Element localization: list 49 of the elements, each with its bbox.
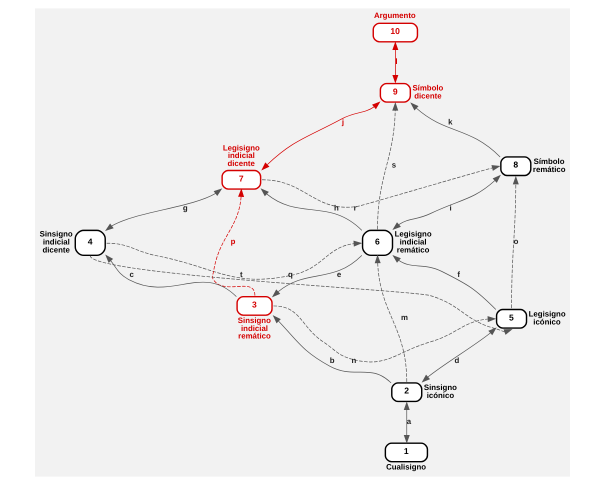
arrow	[104, 254, 236, 298]
edge-label: o	[513, 236, 518, 246]
arrow	[421, 327, 496, 383]
node-label: Legisigno icónico	[528, 309, 566, 326]
arrow	[272, 306, 496, 362]
edge-label: a	[406, 416, 411, 426]
arrow	[376, 102, 398, 230]
arrow	[392, 174, 500, 230]
edge-label: h	[334, 204, 338, 213]
edge-label: i	[449, 204, 452, 213]
arrow	[106, 240, 362, 280]
edge-label: g	[182, 204, 188, 213]
arrow	[410, 102, 500, 158]
arrow	[212, 188, 255, 296]
node-label: Legisigno indicial remático	[394, 230, 432, 254]
edge-label: m	[400, 313, 408, 322]
node-label: Argumento	[373, 11, 416, 20]
node-label: Sinsigno indicial remático	[237, 316, 270, 341]
node-label: Símbolo dicente	[412, 84, 443, 100]
node-label: Cualisigno	[386, 462, 426, 472]
node-label: Símbolo remático	[532, 156, 566, 174]
arrow	[272, 315, 391, 384]
edge-label: c	[128, 270, 134, 279]
edge-label: n	[351, 356, 356, 366]
edge-label: t	[239, 270, 242, 279]
arrow	[403, 401, 410, 444]
node-label: Sinsigno icónico	[423, 382, 456, 400]
node-label: Sinsigno indicial dicente	[39, 230, 72, 254]
arrow	[104, 188, 222, 232]
arrow	[260, 188, 362, 231]
arrow	[374, 254, 407, 382]
arrow	[392, 255, 496, 310]
arrow	[510, 176, 518, 308]
edge-label: j	[341, 117, 344, 126]
edge-label: f	[456, 270, 460, 279]
edge-label: b	[329, 356, 334, 366]
edge-label: k	[448, 117, 452, 126]
arrow	[392, 41, 398, 84]
edge-label: p	[230, 236, 235, 246]
arrow	[271, 254, 362, 298]
edge-label: r	[353, 204, 356, 213]
arrow	[89, 255, 512, 335]
node-label: Legisigno indicial dicente	[222, 143, 260, 168]
edge-label: e	[336, 270, 341, 279]
edge-label: s	[391, 160, 396, 170]
arrow	[261, 165, 500, 208]
edge-label: l	[394, 56, 398, 66]
arrow	[260, 101, 380, 171]
edge-label: d	[454, 356, 459, 366]
